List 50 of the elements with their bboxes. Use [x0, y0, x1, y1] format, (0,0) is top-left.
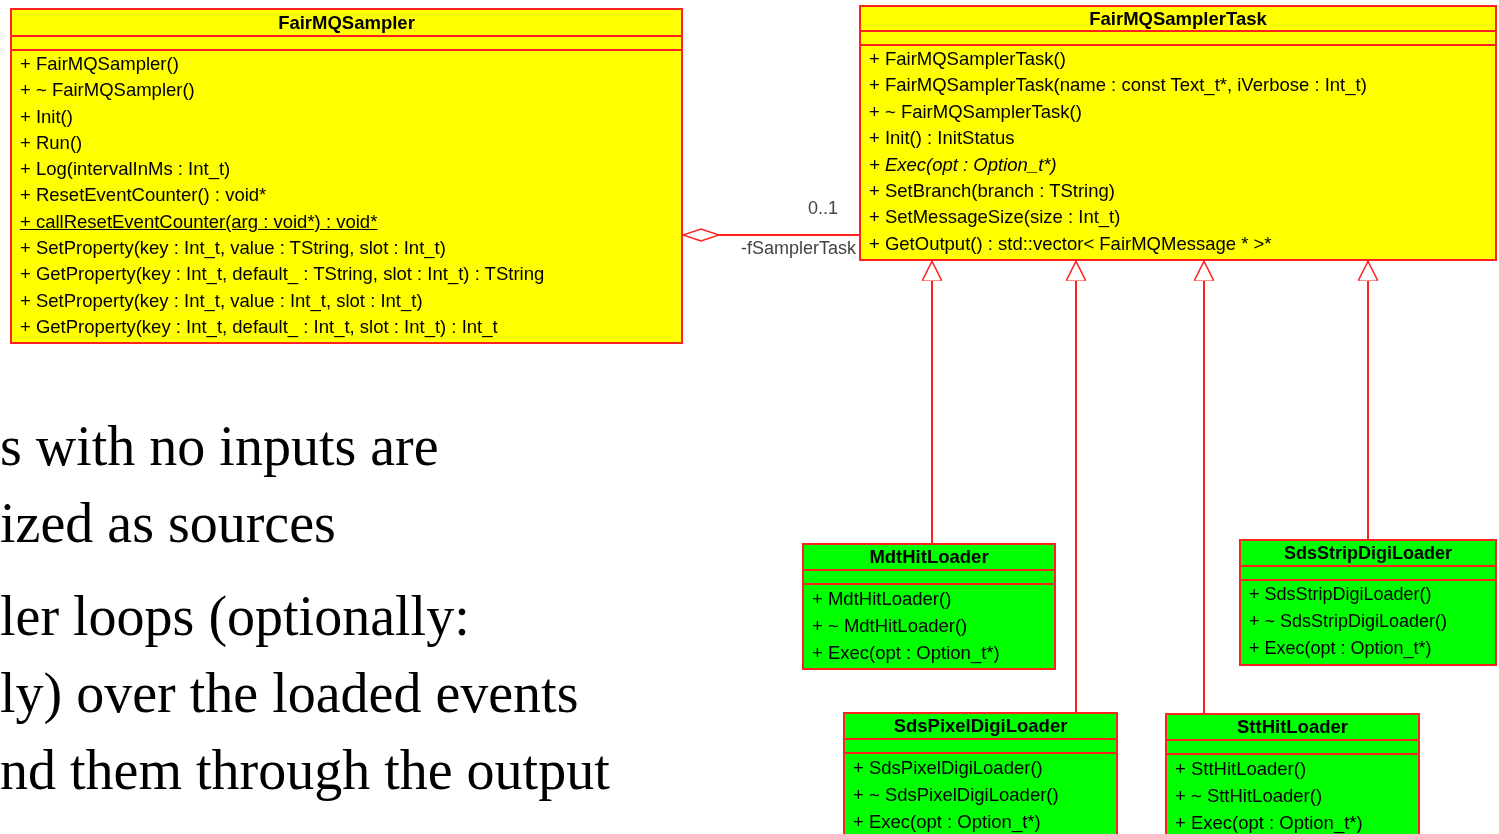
class-name: MdtHitLoader	[804, 545, 1054, 571]
method-signature: + Init()	[19, 104, 74, 129]
inheritance-arrow	[1357, 260, 1379, 540]
method-signature: + FairMQSamplerTask(name : const Text_t*, iVerbose : Int_t)	[868, 73, 1368, 98]
class-name: SdsStripDigiLoader	[1241, 541, 1495, 567]
class-name: SdsPixelDigiLoader	[845, 714, 1116, 740]
edge-label: -fSamplerTask	[740, 239, 856, 259]
method-signature: + MdtHitLoader()	[811, 587, 953, 611]
class-name: SttHitLoader	[1167, 715, 1418, 741]
method-signature: + SdsStripDigiLoader()	[1248, 583, 1433, 606]
method-signature: + ~ MdtHitLoader()	[811, 614, 969, 638]
method-signature: + Exec(opt : Option_t*)	[1248, 637, 1433, 661]
inheritance-arrow	[1193, 260, 1215, 714]
aggregation-line	[682, 228, 860, 242]
class-box	[1165, 713, 1420, 834]
method-signature: + GetProperty(key : Int_t, default_ : Int_t, slot : Int_t) : Int_t	[19, 314, 499, 340]
method-signature: + Exec(opt : Option_t*)	[852, 810, 1042, 834]
method-signature: + ~ FairMQSamplerTask()	[868, 99, 1083, 124]
inheritance-arrow	[1065, 260, 1087, 713]
method-signature: + Exec(opt : Option_t*)	[811, 641, 1001, 666]
method-signature: + ResetEventCounter() : void*	[19, 183, 268, 208]
method-signature: + ~ SdsPixelDigiLoader()	[852, 783, 1060, 807]
method-signature: + GetProperty(key : Int_t, default_ : TString, slot : Int_t) : TString	[19, 262, 546, 287]
method-signature: + ~ SdsStripDigiLoader()	[1248, 610, 1449, 633]
method-signature: + SetBranch(branch : TString)	[868, 178, 1116, 203]
method-signature: + ~ FairMQSampler()	[19, 78, 196, 103]
method-signature: + SetMessageSize(size : Int_t)	[868, 205, 1122, 230]
class-box	[1239, 539, 1497, 666]
method-signature: + SetProperty(key : Int_t, value : Int_t, slot : Int_t)	[19, 288, 424, 314]
method-signature: + Log(intervalInMs : Int_t)	[19, 157, 232, 182]
class-box	[859, 5, 1497, 262]
class-box	[802, 543, 1056, 670]
method-signature: + SetProperty(key : Int_t, value : TString, slot : Int_t)	[19, 236, 447, 261]
method-signature: + SttHitLoader()	[1174, 757, 1308, 781]
method-signature: + GetOutput() : std::vector< FairMQMessage * >*	[868, 231, 1273, 256]
class-name: FairMQSamplerTask	[861, 7, 1495, 32]
method-signature: + Exec(opt : Option_t*)	[868, 152, 1058, 177]
class-name: FairMQSampler	[12, 10, 681, 37]
class-box	[10, 8, 683, 345]
method-signature: + SdsPixelDigiLoader()	[852, 756, 1044, 780]
class-box	[843, 712, 1118, 834]
inheritance-arrow	[921, 260, 943, 544]
method-signature: + Exec(opt : Option_t*)	[1174, 811, 1364, 834]
method-signature: + callResetEventCounter(arg : void*) : void*	[20, 209, 378, 234]
method-signature: + Run()	[19, 130, 84, 155]
method-signature: + FairMQSamplerTask()	[868, 47, 1067, 71]
method-signature: + FairMQSampler()	[19, 52, 180, 76]
method-signature: + Init() : InitStatus	[868, 126, 1016, 151]
method-signature: + ~ SttHitLoader()	[1174, 784, 1324, 808]
bullet-text: ized as sources	[0, 495, 336, 551]
